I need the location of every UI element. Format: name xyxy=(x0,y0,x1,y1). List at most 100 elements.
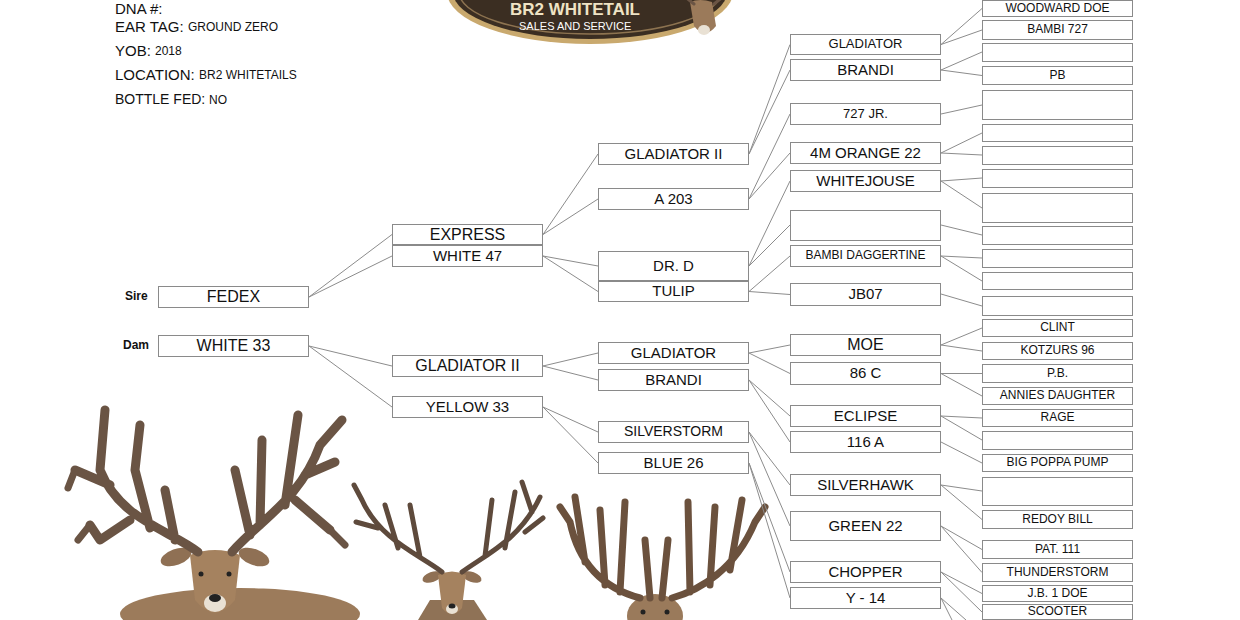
pedigree-line xyxy=(749,256,790,292)
animal-name: CLINT xyxy=(1040,321,1075,334)
pedigree-line xyxy=(749,181,790,266)
pedigree-box: TULIP xyxy=(598,281,749,302)
animal-name: Y - 14 xyxy=(846,590,886,607)
animal-name: 727 JR. xyxy=(843,107,888,121)
pedigree-box: BRANDI xyxy=(598,369,749,391)
pedigree-box: BAMBI 727 xyxy=(982,20,1133,40)
pedigree-line xyxy=(749,432,790,485)
pedigree-box: BIG POPPA PUMP xyxy=(982,454,1133,472)
pedigree-line xyxy=(543,199,598,235)
deer-photo xyxy=(665,610,670,615)
pedigree-box: RAGE xyxy=(982,409,1133,427)
deer-photo xyxy=(75,410,342,552)
pedigree-box: GLADIATOR II xyxy=(392,355,543,377)
pedigree-box: KOTZURS 96 xyxy=(982,342,1133,360)
pedigree-line xyxy=(941,416,982,440)
animal-name: FEDEX xyxy=(207,288,260,306)
pedigree-box: WOODWARD DOE xyxy=(982,0,1133,17)
animal-name: 116 A xyxy=(847,434,884,451)
deer-photo xyxy=(560,497,765,620)
pedigree-line xyxy=(941,9,982,45)
pedigree-line xyxy=(941,52,982,70)
pedigree-box: JB07 xyxy=(790,283,941,306)
deer-photo xyxy=(68,470,345,545)
animal-name: BAMBI 727 xyxy=(1027,23,1088,36)
animal-name: EXPRESS xyxy=(430,226,506,244)
pedigree-box: GLADIATOR II xyxy=(598,143,749,165)
pedigree-line xyxy=(309,346,392,366)
animal-name: GLADIATOR xyxy=(829,37,903,51)
animal-name: PB xyxy=(1049,69,1065,82)
info-field: GROUND ZERO xyxy=(188,21,278,35)
deer-photo xyxy=(120,588,360,620)
logo-oval xyxy=(447,0,733,44)
pedigree-line xyxy=(941,526,982,573)
pedigree-box: BLUE 26 xyxy=(598,452,749,474)
deer-photo xyxy=(438,572,466,615)
pedigree-box: 86 C xyxy=(790,362,941,385)
deer-photo xyxy=(354,482,543,572)
animal-name: KOTZURS 96 xyxy=(1020,344,1094,357)
logo-oval xyxy=(698,25,710,35)
empty-pedigree-box xyxy=(983,194,1133,223)
logo-text: SALES AND SERVICE xyxy=(519,20,631,33)
animal-name: 86 C xyxy=(850,365,882,382)
deer-photo xyxy=(204,594,226,612)
pedigree-line xyxy=(941,30,982,45)
pedigree-line xyxy=(941,345,982,351)
pedigree-line xyxy=(309,235,392,298)
pedigree-box: 116 A xyxy=(790,431,941,453)
animal-name: TULIP xyxy=(652,283,695,300)
info-field: BR2 WHITETAILS xyxy=(199,69,297,83)
pedigree-line xyxy=(941,178,982,181)
pedigree-line xyxy=(941,485,982,520)
empty-pedigree-box xyxy=(791,44,1133,506)
parent-role: Dam xyxy=(123,339,149,353)
info-field: EAR TAG: xyxy=(115,18,184,35)
pedigree-box: GLADIATOR xyxy=(790,34,941,55)
pedigree-line xyxy=(543,407,598,463)
animal-name: JB07 xyxy=(848,286,882,303)
pedigree-line xyxy=(941,328,982,345)
animal-name: GREEN 22 xyxy=(828,518,902,535)
pedigree-box: SILVERHAWK xyxy=(790,474,941,496)
info-field: NO xyxy=(209,94,227,108)
deer-photo xyxy=(446,604,458,614)
pedigree-line xyxy=(749,225,790,266)
pedigree-box: THUNDERSTORM xyxy=(982,563,1133,582)
pedigree-line xyxy=(309,346,392,407)
deer-photo xyxy=(199,572,204,577)
pedigree-line xyxy=(941,374,982,397)
animal-name: BLUE 26 xyxy=(643,455,703,472)
pedigree-line xyxy=(941,256,982,281)
pedigree-box: 727 JR. xyxy=(790,103,941,125)
deer-photo xyxy=(354,482,543,620)
animal-name: A 203 xyxy=(654,191,692,208)
pedigree-line xyxy=(941,442,982,463)
deer-photo xyxy=(449,604,456,609)
pedigree-box: SCOOTER xyxy=(982,604,1133,620)
pedigree-box: MOE xyxy=(790,334,941,356)
pedigree-line xyxy=(749,114,790,199)
animal-name: BRANDI xyxy=(645,372,702,389)
pedigree-box: CLINT xyxy=(982,319,1133,337)
pedigree-box: PB xyxy=(982,66,1133,85)
pedigree-line xyxy=(749,153,790,199)
deer-photo xyxy=(227,572,232,577)
pedigree-line xyxy=(941,105,982,114)
pedigree-box: Y - 14 xyxy=(790,587,941,609)
animal-name: WHITEJOUSE xyxy=(816,173,914,190)
animal-name: ECLIPSE xyxy=(834,408,897,425)
animal-name: BIG POPPA PUMP xyxy=(1007,456,1109,469)
empty-pedigree-box xyxy=(983,227,1133,245)
pedigree-line xyxy=(941,598,952,620)
logo-oval xyxy=(447,0,733,44)
pedigree-line xyxy=(941,416,982,418)
empty-pedigree-box xyxy=(983,91,1133,120)
pedigree-box: WHITEJOUSE xyxy=(790,170,941,192)
pedigree-box: ANNIES DAUGHTER xyxy=(982,387,1133,405)
pedigree-line xyxy=(749,52,982,620)
empty-pedigree-box xyxy=(983,250,1133,268)
parent-role: Sire xyxy=(125,290,148,304)
deer-photo xyxy=(68,410,360,620)
